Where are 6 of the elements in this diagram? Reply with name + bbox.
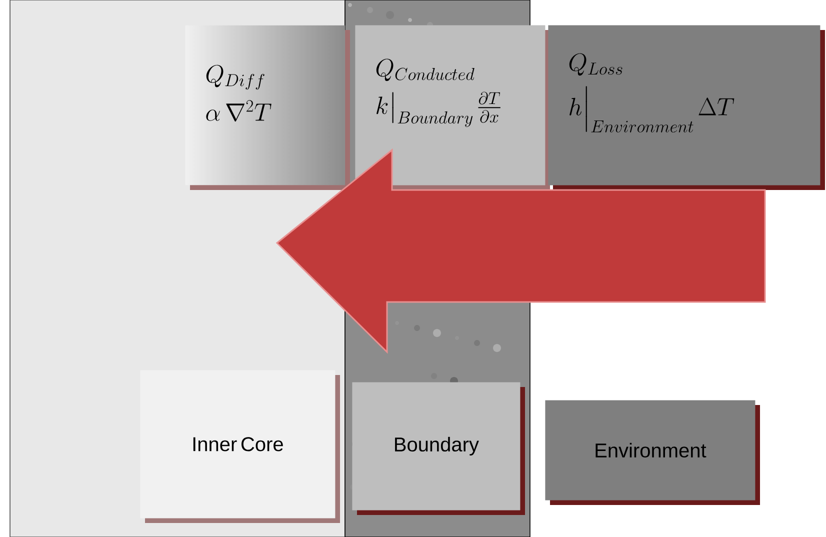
formula-box: $Q_{Loss}$ $h\Big|_{Environment}\ \Delta T$ — [548, 25, 825, 190]
region-label-box: Inner Core — [140, 370, 340, 523]
region-label-box: Boundary — [352, 382, 525, 515]
formula-box: $Q_{Conducted}$ $k\big|_{Boundary}\ \frac{\partial T}{\partial x}$ — [355, 25, 550, 190]
region-label-box: Environment — [545, 400, 760, 505]
formula-box: $Q_{Diff}$ $\alpha\,\nabla^2 T$ — [185, 25, 350, 190]
